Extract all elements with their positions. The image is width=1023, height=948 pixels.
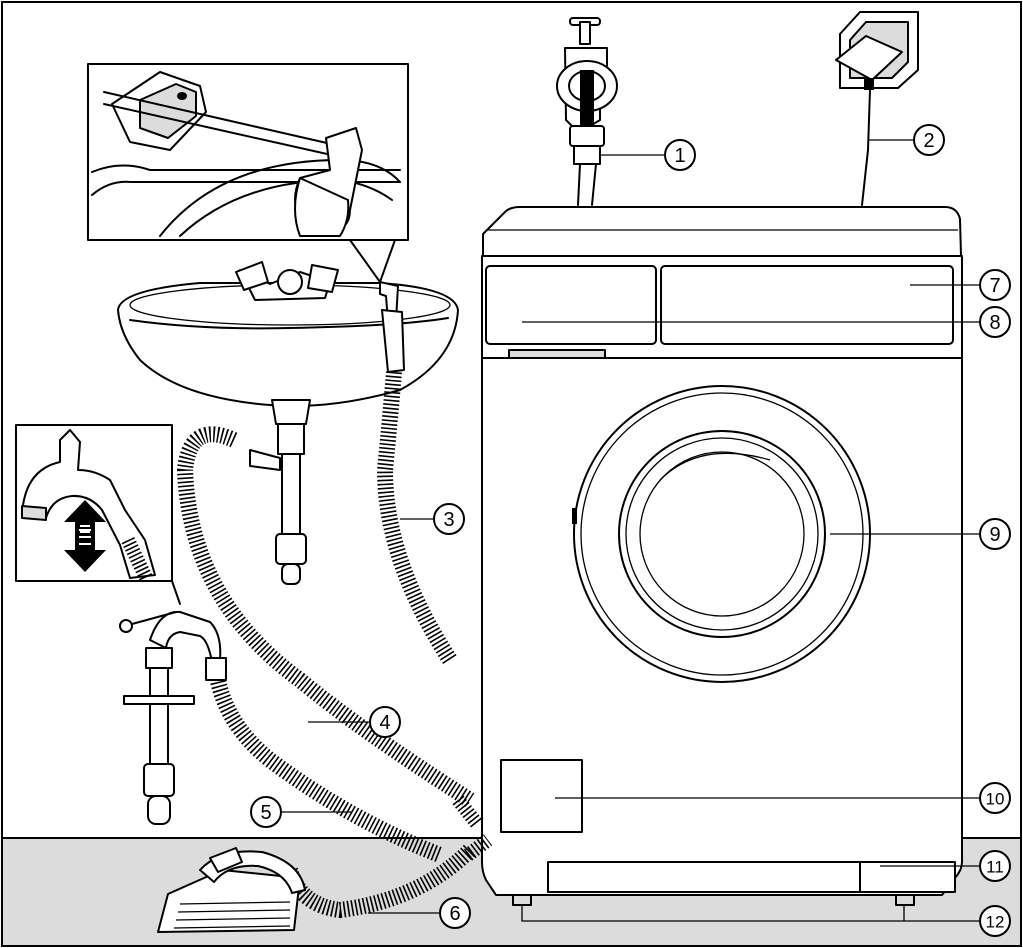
callout-10-label: 10 [986,790,1005,809]
callout-5: 5 [250,796,352,828]
callout-8: 8 [522,306,1011,338]
standpipe-icon [119,610,227,825]
control-panel [660,265,954,345]
callout-1-label: 1 [674,145,685,167]
callouts: 1 2 3 4 5 6 [250,124,1011,937]
service-flap [500,759,583,833]
callout-3: 3 [400,503,465,535]
callout-12-label: 12 [986,913,1005,932]
callout-4-label: 4 [379,712,390,734]
callout-11: 11 [880,850,1011,882]
floor-drain-icon [157,847,306,933]
callout-2-label: 2 [923,130,934,152]
callout-11-label: 11 [986,858,1004,877]
drain-hose-over-basin [376,309,457,665]
callout-6-label: 6 [449,903,460,925]
callout-10: 10 [555,782,1011,814]
callout-8-label: 8 [989,312,1000,334]
callout-12: 12 [521,905,1011,937]
callout-6: 6 [368,897,471,929]
callout-7-label: 7 [989,275,1000,297]
washing-machine-icon [481,206,963,906]
callout-7: 7 [910,269,1011,301]
callout-9: 9 [830,518,1011,550]
power-socket-icon [835,11,919,206]
callout-1: 1 [600,139,696,171]
hook-adjust-detail-inset [15,424,181,605]
callout-2: 2 [869,124,945,156]
hose-hook-detail-inset [87,63,409,283]
washbasin-icon [117,261,459,585]
callout-5-label: 5 [260,802,271,824]
detergent-drawer [485,265,657,345]
up-down-arrow-icon [64,500,106,572]
callout-4: 4 [308,706,401,738]
callout-9-label: 9 [989,524,1000,546]
water-tap-icon [556,17,618,206]
callout-3-label: 3 [443,509,454,531]
